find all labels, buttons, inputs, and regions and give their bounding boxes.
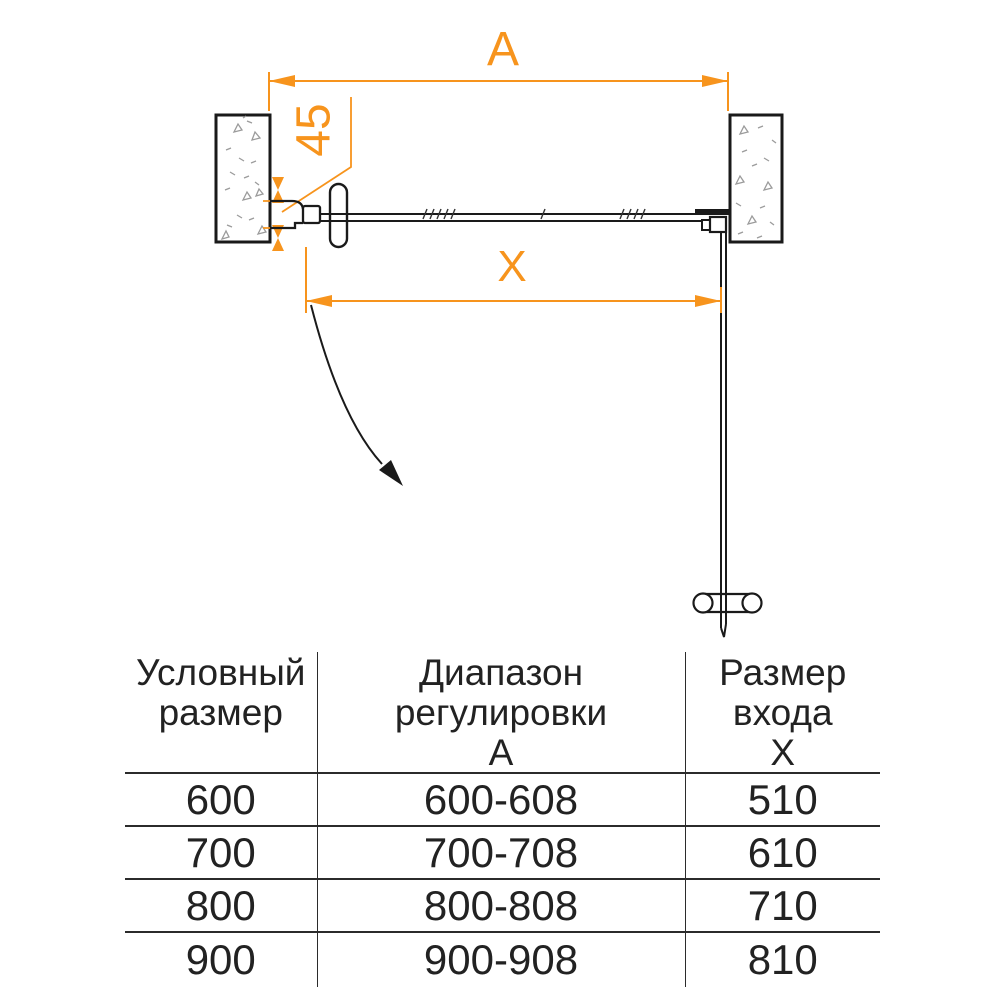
glass-hatch-marks xyxy=(422,208,646,220)
left-wall xyxy=(214,113,272,244)
cell-nominal-size: 800 xyxy=(125,879,317,933)
size-table-header-row: Условный размер Диапазон регулировки А Р… xyxy=(125,652,880,774)
size-table: Условный размер Диапазон регулировки А Р… xyxy=(125,652,880,987)
door-handle xyxy=(692,592,763,614)
cell-nominal-size: 700 xyxy=(125,826,317,880)
header-nominal-size: Условный размер xyxy=(125,652,317,774)
right-wall xyxy=(728,113,784,244)
header-line: регулировки xyxy=(394,692,608,733)
cell-range-a: 800-808 xyxy=(316,879,685,933)
dimension-x: X xyxy=(305,242,722,313)
cell-range-a: 900-908 xyxy=(316,932,685,987)
dimension-x-label: X xyxy=(497,242,526,291)
cell-entry-x: 510 xyxy=(684,773,880,827)
cell-entry-x: 810 xyxy=(684,932,880,987)
table-row: 700 700-708 610 xyxy=(125,826,880,880)
left-wall-stipple-texture xyxy=(220,115,268,241)
cell-entry-x: 710 xyxy=(684,879,880,933)
table-row: 800 800-808 710 xyxy=(125,879,880,933)
header-line: размер xyxy=(158,692,283,733)
cell-entry-x: 610 xyxy=(684,826,880,880)
header-line: Условный xyxy=(136,652,306,693)
swing-direction-arrow xyxy=(310,304,403,486)
cell-range-a: 600-608 xyxy=(316,773,685,827)
header-line: Диапазон xyxy=(418,652,584,693)
dimension-45-label: 45 xyxy=(288,103,341,156)
dimension-a-label: A xyxy=(487,23,519,76)
header-line: А xyxy=(488,732,514,773)
header-entry-size-x: Размер входа Х xyxy=(684,652,880,774)
right-wall-stipple-texture xyxy=(734,124,777,239)
cell-nominal-size: 600 xyxy=(125,773,317,827)
header-adjustment-range-a: Диапазон регулировки А xyxy=(316,652,685,774)
cell-range-a: 700-708 xyxy=(316,826,685,880)
dimension-a: A xyxy=(268,23,729,111)
pivot-hinge xyxy=(328,182,349,249)
table-row: 600 600-608 510 xyxy=(125,773,880,827)
table-row: 900 900-908 810 xyxy=(125,932,880,987)
cell-nominal-size: 900 xyxy=(185,936,256,983)
header-line: входа xyxy=(732,692,833,733)
right-wall-profile xyxy=(695,209,730,234)
header-line: Размер xyxy=(719,652,847,693)
dimension-45-arrows xyxy=(272,177,284,251)
left-wall-profile xyxy=(270,199,322,230)
glass-panel xyxy=(318,208,712,222)
header-line: Х xyxy=(770,732,796,773)
